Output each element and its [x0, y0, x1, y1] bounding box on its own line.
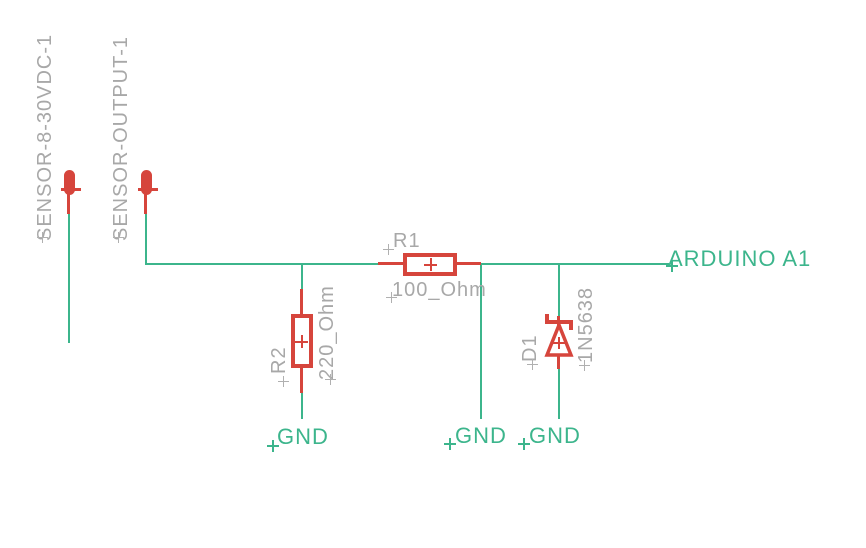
origin-cross-icon [518, 438, 530, 450]
pin-head-icon[interactable] [141, 170, 152, 195]
origin-cross-icon [325, 374, 336, 385]
origin-cross-icon [666, 260, 678, 272]
r2-lead-bottom [300, 366, 303, 393]
net-label-gnd-d1[interactable]: GND [529, 423, 581, 448]
zener-diode-d1-symbol[interactable] [540, 308, 580, 372]
wire-sensor-8-30vdc[interactable] [68, 213, 70, 343]
pin-label-sensor-8-30vdc[interactable]: SENSOR-8-30VDC-1 [34, 33, 56, 241]
component-ref-r1[interactable]: R1 [393, 230, 421, 252]
component-value-d1[interactable]: 1N5638 [575, 286, 597, 363]
net-label-gnd-r2[interactable]: GND [277, 424, 329, 449]
pin-label-sensor-output[interactable]: SENSOR-OUTPUT-1 [110, 35, 132, 241]
origin-cross-icon [383, 244, 394, 255]
pin-stem-sensor-output [144, 192, 147, 214]
origin-cross-icon [295, 335, 308, 348]
pin-head-icon[interactable] [64, 170, 75, 195]
net-label-arduino-a1[interactable]: ARDUINO A1 [668, 246, 812, 271]
wire-sensor-output-vertical[interactable] [145, 213, 147, 264]
r2-lead-top [300, 289, 303, 316]
r1-lead-right [456, 262, 481, 265]
origin-cross-icon [278, 376, 289, 387]
origin-cross-icon [579, 360, 590, 371]
component-ref-d1[interactable]: D1 [519, 334, 541, 362]
component-value-r1[interactable]: 100_Ohm [392, 279, 487, 301]
pin-stem-sensor-8-30vdc [67, 192, 70, 214]
component-value-r2[interactable]: 220_Ohm [316, 285, 338, 380]
component-ref-r2[interactable]: R2 [268, 346, 290, 374]
origin-cross-icon [267, 440, 279, 452]
origin-cross-icon [113, 232, 124, 243]
origin-cross-icon [527, 359, 538, 370]
origin-cross-icon [444, 438, 456, 450]
r1-lead-left [378, 262, 404, 265]
origin-cross-icon [424, 258, 437, 271]
net-label-gnd-mid[interactable]: GND [455, 423, 507, 448]
origin-cross-icon [386, 292, 397, 303]
wire-gnd-branch[interactable] [480, 264, 482, 419]
origin-cross-icon [37, 232, 48, 243]
